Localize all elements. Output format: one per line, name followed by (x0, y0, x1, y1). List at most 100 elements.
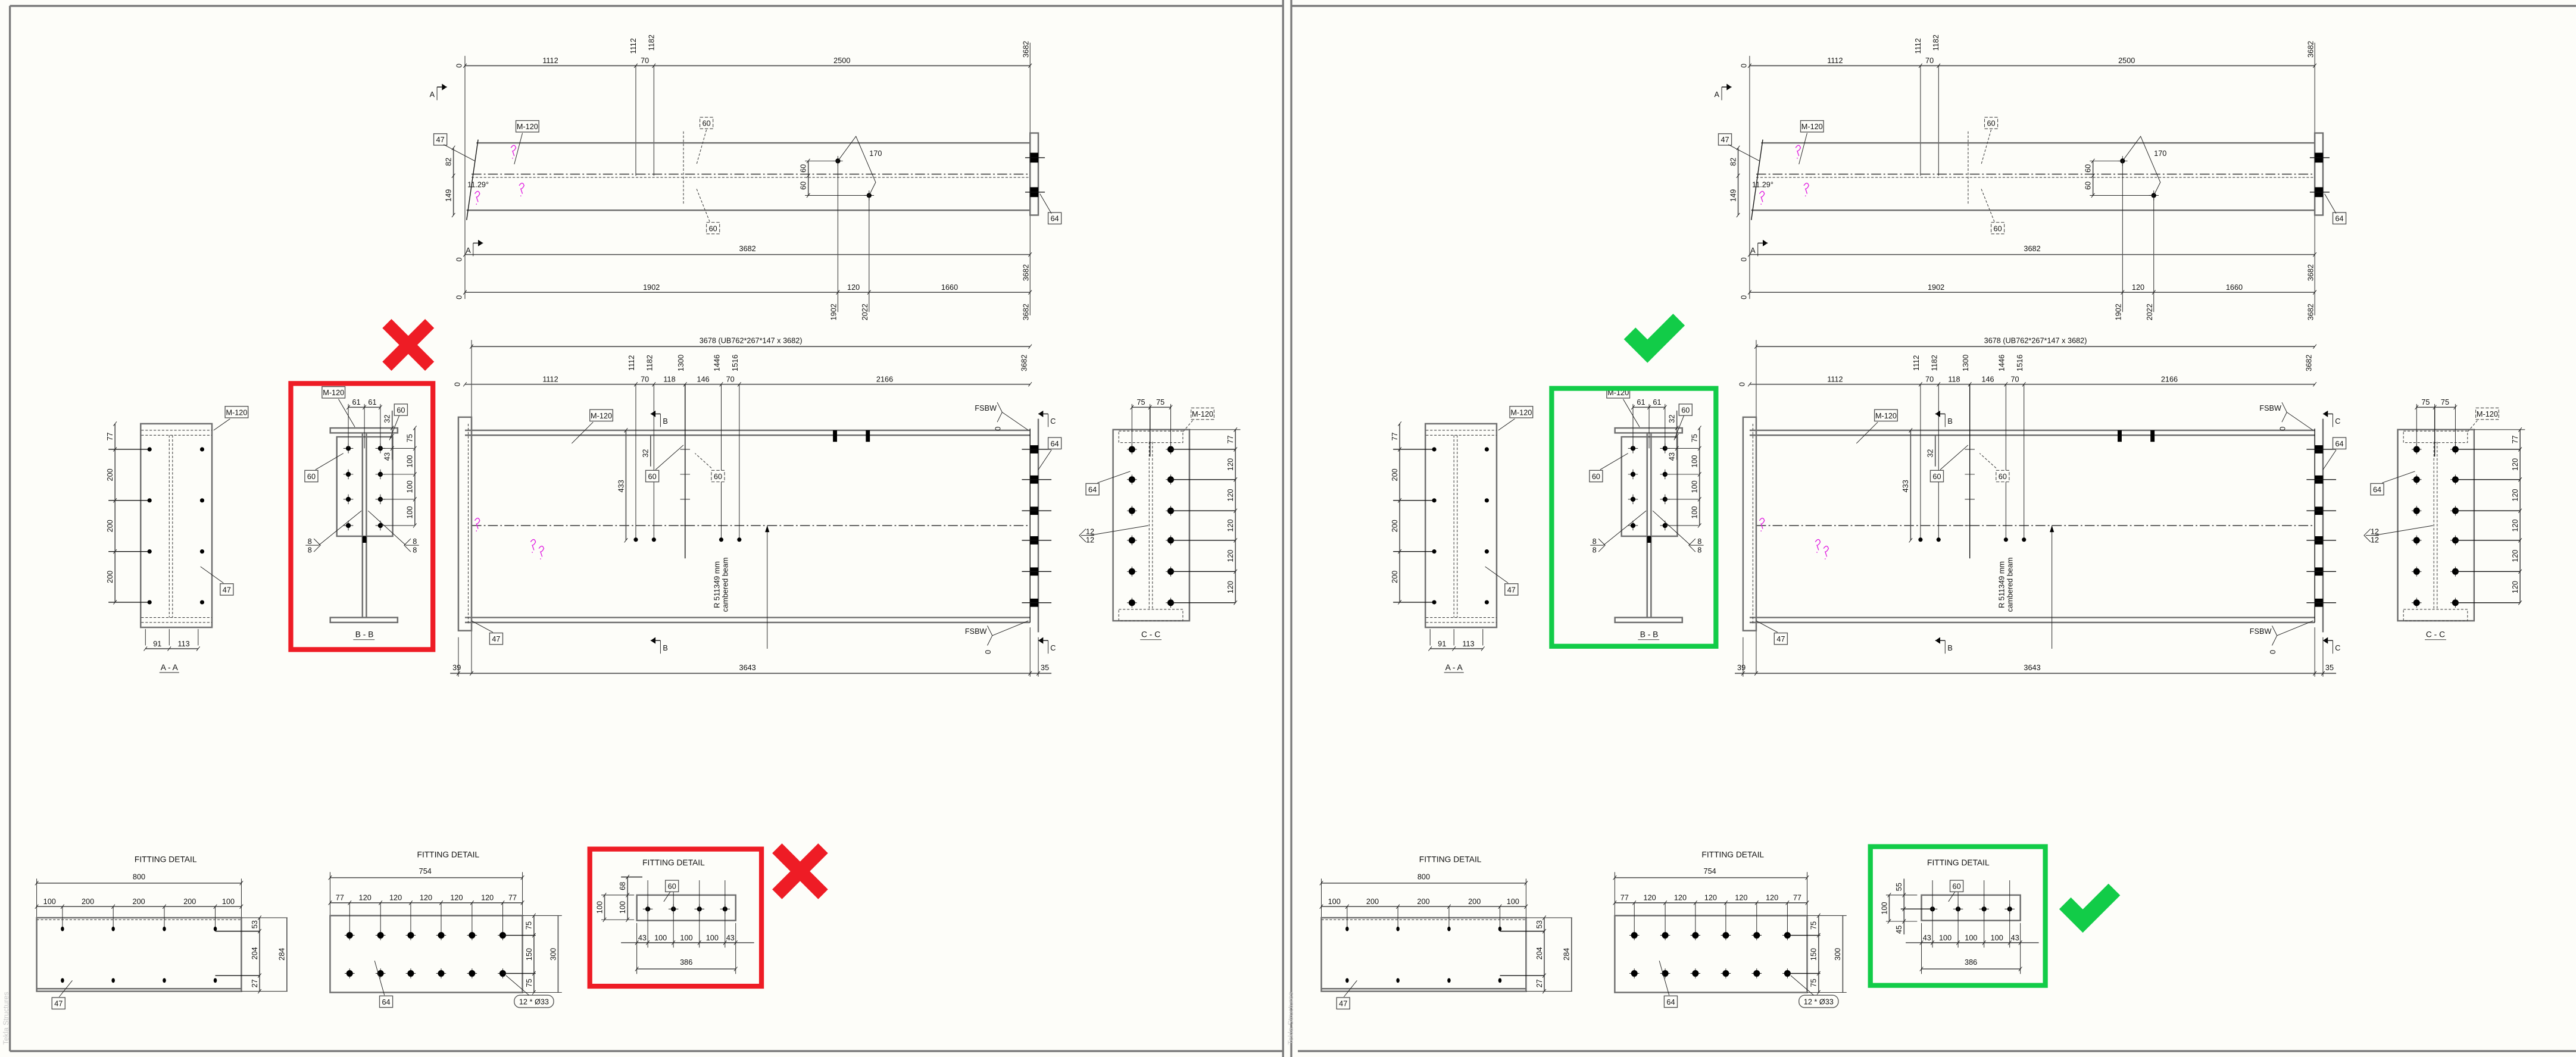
dimension-tick (463, 252, 467, 257)
bolt-dot (1432, 549, 1437, 554)
ordinate-text: 2022 (861, 304, 869, 320)
dimension-tick (390, 426, 394, 431)
detail-title: FITTING DETAIL (1927, 858, 1990, 867)
dimension-text: 75 (1810, 978, 1818, 987)
revision-mark-icon (1759, 190, 1765, 205)
dimension-text: 100 (406, 506, 414, 518)
bolt-dot (1631, 970, 1638, 977)
bolt-hole-icon (2411, 598, 2422, 608)
dimension-text: 75 (525, 978, 533, 987)
bolt-hole-icon (343, 469, 354, 480)
dimension-tick (1902, 893, 1906, 897)
part-label-box (2332, 212, 2347, 225)
bolt-dot (2022, 537, 2027, 542)
dimension-tick (1918, 381, 1923, 387)
dimension-tick (806, 158, 810, 164)
part-label-box (1874, 409, 1898, 422)
dimension-tick (532, 990, 536, 995)
dimension-tick (1036, 671, 1041, 676)
dimension-tick (626, 874, 630, 880)
part-label-box (1047, 437, 1062, 450)
dimension-tick (1234, 508, 1238, 514)
dimension-text: 100 (654, 934, 667, 942)
left-end-plate (1742, 416, 1757, 631)
dimension-tick (413, 426, 417, 431)
bolt-dot (346, 970, 353, 977)
dimension-tick (1747, 252, 1752, 257)
bolt-hole-icon (1690, 930, 1701, 940)
dimension-tick (1697, 446, 1701, 451)
dimension-text: 0 (994, 427, 1003, 431)
dimension-tick (2313, 344, 2317, 349)
dimension-tick (1816, 933, 1821, 938)
dimension-text: 0 (2279, 427, 2287, 431)
dimension-text: 8 (308, 546, 312, 554)
dimension-tick (143, 646, 148, 651)
leader-line (1856, 421, 1878, 444)
ordinate-text: 1446 (713, 355, 722, 371)
bolt-hole-icon (343, 494, 354, 505)
bolt-dot (199, 549, 205, 554)
bolt-dot (1692, 932, 1699, 939)
fillet-weld-icon (313, 538, 321, 552)
part-label-text: M-120 (591, 412, 612, 420)
member-label: M-120 (514, 120, 539, 165)
part-label-box (1718, 133, 1732, 146)
dimension-tick (1428, 646, 1432, 651)
dimension-text: 800 (1417, 873, 1430, 881)
weld-arrow (1603, 510, 1647, 546)
bottom-flange (329, 617, 399, 624)
dimension-text: 120 (359, 894, 371, 902)
part-label-text: M-120 (1192, 410, 1213, 418)
part-label-47: 47 (1336, 980, 1357, 1010)
weld-symbol: 88 (1688, 537, 1704, 554)
overall-width-text: 386 (1965, 958, 1977, 967)
shear-stud (866, 430, 870, 442)
part-label-text: 47 (54, 1000, 63, 1008)
dimension-tick (635, 940, 639, 945)
weld-arrow (2281, 402, 2313, 431)
camber-text: cambered beam (722, 558, 730, 612)
dimension-tick (451, 212, 455, 218)
section-letter: A (1714, 90, 1719, 99)
bolt-dot (2452, 599, 2459, 606)
bolt-dot (407, 932, 414, 939)
leader-line (1039, 193, 1052, 214)
review-markers (288, 314, 2121, 989)
dimension-text: 75 (1691, 434, 1699, 442)
bolt-dot (61, 926, 64, 931)
section-title: B - B (1640, 630, 1659, 639)
incorrect-x-icon (382, 319, 435, 371)
member-label: M-120 (1498, 406, 1534, 431)
dimension-text: 12 (2371, 536, 2379, 545)
part-label-60: 60 (663, 880, 679, 902)
dimension-text: 61 (1637, 398, 1645, 406)
end-plate (2313, 132, 2324, 216)
dimension-tick (1968, 381, 1972, 387)
section-title: A - A (161, 663, 179, 672)
part-label-text: M-120 (1875, 412, 1897, 420)
dimension-tick (390, 434, 394, 439)
bolt-hole-icon (1628, 520, 1638, 531)
part-label-text: 47 (1776, 635, 1785, 643)
correct-highlight-box-section-bb (1549, 386, 1719, 649)
part-label-47: 47 (1756, 620, 1788, 645)
part-label-text: 60 (1994, 224, 2002, 233)
dimension-text: 61 (352, 398, 361, 406)
revision-mark-glyph (474, 190, 480, 205)
bolt-hole-icon (1127, 535, 1137, 546)
ordinate-text: 3682 (2306, 41, 2315, 58)
revision-mark-icon (1795, 145, 1801, 159)
section-title: C - C (1141, 630, 1160, 639)
dimension-text: 43 (726, 934, 735, 942)
